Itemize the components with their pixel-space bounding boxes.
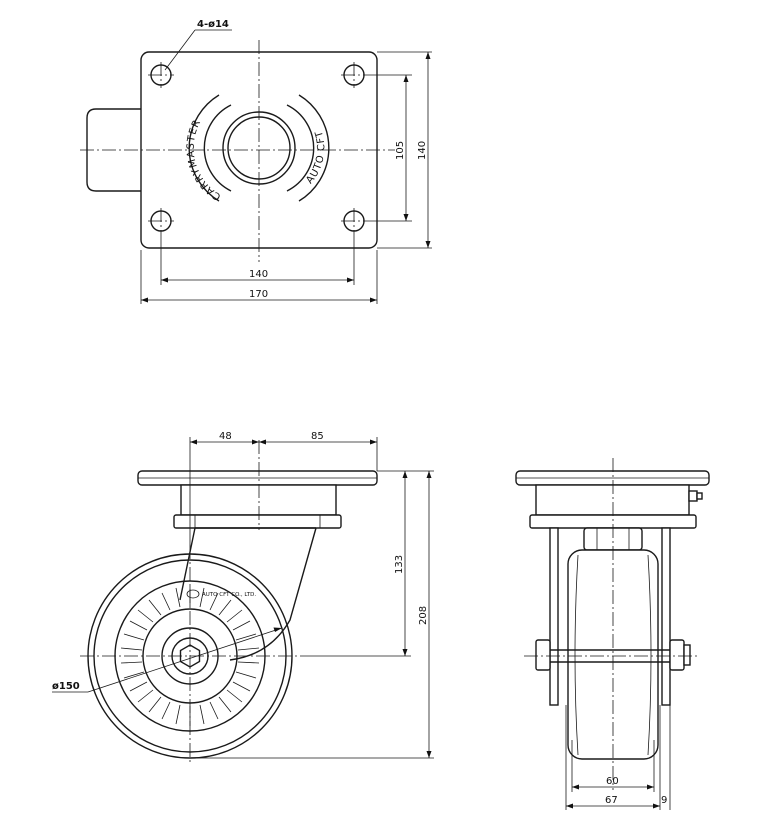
maker-label: AUTO CFT CO., LTD. bbox=[202, 592, 256, 598]
dim-wheel-diameter: ø150 bbox=[52, 681, 80, 692]
dim-axle-height: 133 bbox=[394, 555, 405, 574]
dim-wheel-width: 60 bbox=[606, 776, 619, 787]
dim-hole-spacing-y: 105 bbox=[395, 141, 406, 160]
dim-offset-right: 85 bbox=[311, 431, 324, 442]
dim-plate-height: 140 bbox=[417, 141, 428, 160]
dim-offset-left: 48 bbox=[219, 431, 232, 442]
dim-offset: 9 bbox=[661, 795, 667, 806]
mounting-holes bbox=[148, 62, 367, 234]
dim-total-height: 208 bbox=[418, 606, 429, 625]
dim-hole-spacing-x: 140 bbox=[249, 269, 268, 280]
hole-callout: 4-ø14 bbox=[197, 19, 229, 30]
top-view: CARRYMASTER AUTO CFT 4-ø14 140 170 105 1… bbox=[80, 19, 432, 304]
dim-plate-width: 170 bbox=[249, 289, 268, 300]
king-pin-ring bbox=[222, 111, 296, 185]
dim-fork-width: 67 bbox=[605, 795, 618, 806]
front-view: 60 67 9 bbox=[515, 458, 710, 810]
side-view: AUTO CFT CO., LTD. 48 85 133 208 ø150 bbox=[52, 431, 434, 765]
